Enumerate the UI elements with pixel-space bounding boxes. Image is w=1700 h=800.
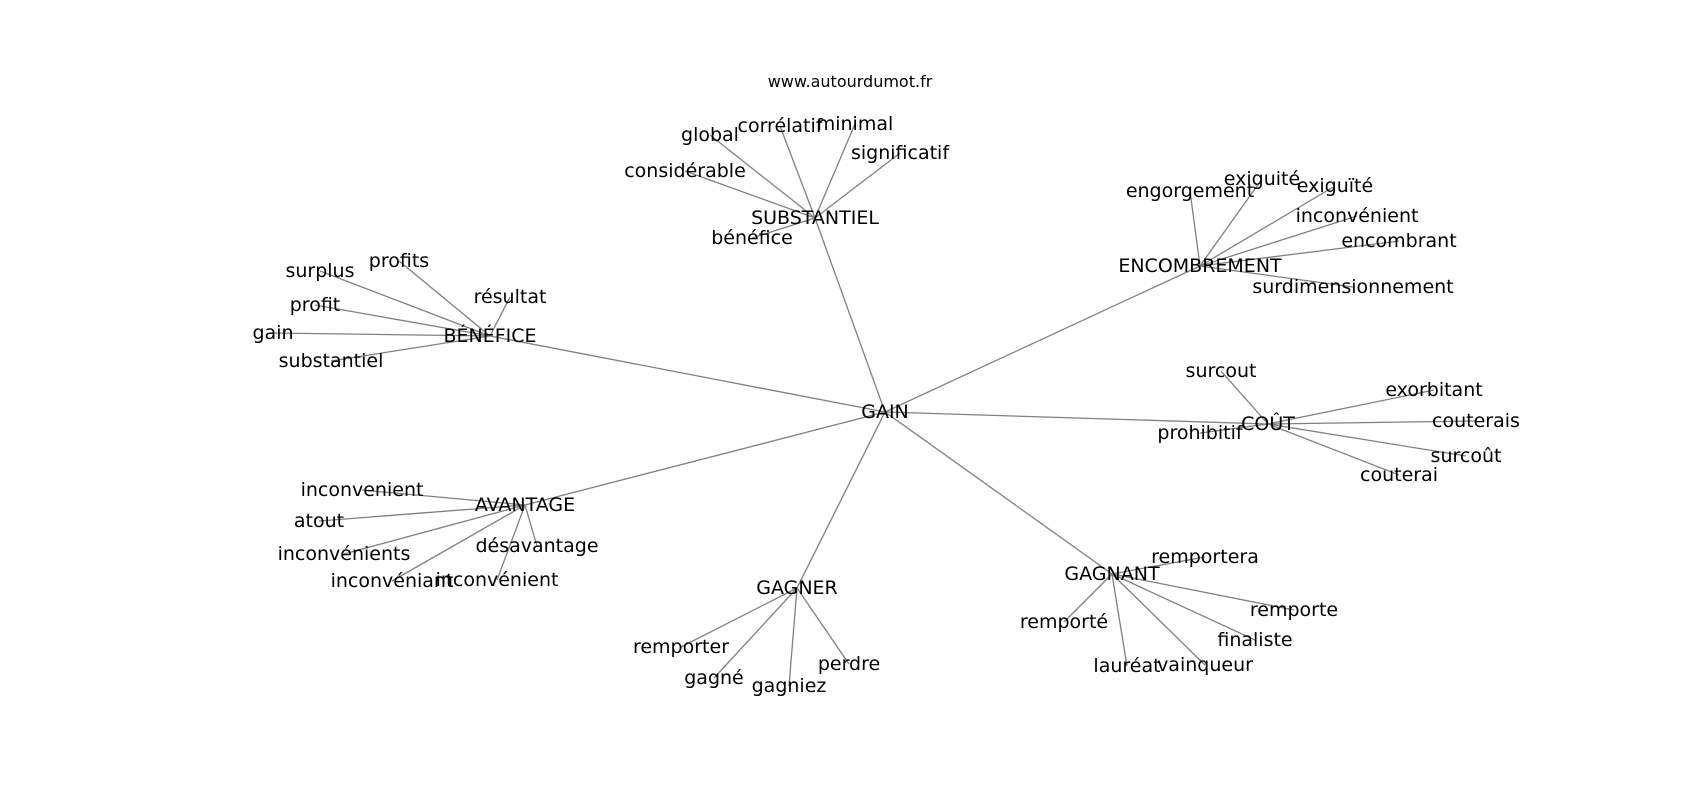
edge-benefice-profits [398, 260, 491, 337]
node-leaf-engorgement: engorgement [1126, 180, 1254, 202]
edge-encombrement-encombrant [1199, 240, 1400, 267]
node-leaf-considerable: considérable [624, 160, 746, 182]
node-leaf-couterai: couterai [1360, 464, 1438, 486]
node-leaf-inconveniant: inconvéniant [331, 570, 454, 592]
node-leaf-profits: profits [369, 250, 429, 272]
node-leaf-atout: atout [294, 510, 344, 532]
node-leaf-gain: gain [252, 322, 293, 344]
node-leaf-couterais: couterais [1432, 410, 1520, 432]
edge-gagner-perdre [796, 587, 850, 665]
node-leaf-remporter: remporter [633, 636, 729, 658]
node-leaf-surcout: surcoût [1431, 445, 1502, 467]
node-leaf-surplus: surplus [285, 260, 354, 282]
node-leaf-substantiel: substantiel [279, 350, 384, 372]
edge-substantiel-significatif [814, 152, 901, 219]
node-leaf-exorbitant: exorbitant [1385, 379, 1482, 401]
edge-gagner-remporter [680, 587, 798, 648]
edge-cout-exorbitant [1267, 389, 1435, 425]
edges [272, 123, 1477, 687]
edge-benefice-resultat [489, 296, 511, 337]
edge-substantiel-minimal [814, 123, 856, 219]
edge-gagnant-remporte [1111, 573, 1295, 611]
edge-center-benefice [489, 335, 886, 413]
node-leaf-gagne: gagné [684, 667, 744, 689]
edge-center-gagner [796, 411, 886, 589]
node-leaf-laureat: lauréat [1093, 655, 1160, 677]
node-leaf-desavantage: désavantage [475, 535, 598, 557]
node-hub-benefice: BÉNÉFICE [443, 324, 536, 347]
node-center: GAIN [861, 401, 909, 423]
edge-avantage-inconveniant [391, 504, 526, 582]
node-leaf-remporte: remporte [1250, 599, 1338, 621]
edge-gagnant-vainqueur [1111, 573, 1206, 666]
node-hub-avantage: AVANTAGE [475, 494, 575, 516]
edge-avantage-atout [318, 504, 526, 522]
node-hub-gagnant: GAGNANT [1064, 563, 1160, 585]
node-leaf-gagniez: gagniez [752, 675, 827, 697]
edge-cout-couterai [1267, 423, 1400, 476]
edge-cout-surcout [1267, 423, 1467, 457]
edge-gagner-gagne [713, 587, 798, 679]
node-leaf-surcout: surcout [1186, 360, 1257, 382]
node-hub-gagner: GAGNER [756, 577, 838, 599]
edge-benefice-profit [314, 304, 491, 337]
node-leaf-exiguite: exiguïté [1297, 175, 1373, 197]
node-hub-substantiel: SUBSTANTIEL [751, 207, 879, 229]
node-hub-cout: COÛT [1241, 411, 1295, 435]
edge-center-encombrement [884, 265, 1201, 413]
node-leaf-significatif: significatif [851, 142, 950, 164]
node-leaf-remporte: remporté [1020, 611, 1108, 633]
edge-gagnant-laureat [1111, 573, 1128, 667]
node-leaf-correlatif: corrélatif [738, 115, 824, 137]
node-hub-encombrement: ENCOMBREMENT [1118, 255, 1282, 277]
edge-gagnant-finaliste [1111, 573, 1256, 641]
edge-cout-prohibitif [1199, 423, 1269, 434]
edge-gagner-gagniez [788, 587, 798, 687]
edge-avantage-inconvenients [343, 504, 526, 555]
node-leaf-inconvenient: inconvénient [436, 569, 559, 591]
edge-center-cout [884, 411, 1269, 425]
edge-gagnant-remportera [1111, 556, 1206, 575]
node-leaf-global: global [681, 124, 739, 146]
node-leaf-finaliste: finaliste [1217, 629, 1292, 651]
node-leaf-minimal: minimal [817, 113, 894, 135]
node-leaf-benefice: bénéfice [711, 227, 793, 249]
node-leaf-inconvenient: inconvénient [1296, 205, 1419, 227]
edge-avantage-inconvenient [361, 489, 526, 506]
edge-cout-surcout [1220, 370, 1269, 425]
edge-substantiel-considerable [684, 170, 816, 219]
node-leaf-prohibitif: prohibitif [1157, 422, 1243, 444]
node-leaf-encombrant: encombrant [1341, 230, 1456, 252]
node-leaf-inconvenients: inconvénients [278, 543, 411, 565]
node-leaf-exiguite: exiguité [1224, 168, 1300, 190]
node-leaf-inconvenient: inconvenient [301, 479, 424, 501]
node-leaf-profit: profit [290, 294, 341, 316]
edge-substantiel-benefice [751, 217, 816, 239]
edge-benefice-gain [272, 332, 491, 337]
edge-avantage-desavantage [524, 504, 538, 547]
watermark: www.autourdumot.fr [767, 72, 933, 91]
edge-substantiel-correlatif [779, 125, 816, 219]
edge-substantiel-global [709, 134, 816, 219]
edge-encombrement-exiguite [1199, 185, 1336, 267]
edge-encombrement-surdimensionnement [1199, 265, 1354, 288]
edge-benefice-surplus [319, 270, 491, 337]
edge-encombrement-exiguite [1199, 178, 1263, 267]
node-leaf-vainqueur: vainqueur [1157, 654, 1253, 676]
node-leaf-perdre: perdre [818, 653, 880, 675]
edge-gagnant-remporte [1063, 573, 1113, 623]
edge-encombrement-engorgement [1189, 190, 1201, 267]
edge-avantage-inconvenient [496, 504, 526, 581]
edge-cout-couterais [1267, 420, 1477, 425]
node-leaf-surdimensionnement: surdimensionnement [1252, 276, 1453, 298]
node-leaf-resultat: résultat [474, 286, 547, 308]
edge-encombrement-inconvenient [1199, 215, 1358, 267]
edge-center-substantiel [814, 217, 886, 413]
node-leaf-remportera: remportera [1151, 546, 1259, 568]
edge-benefice-substantiel [330, 335, 491, 362]
edge-center-avantage [524, 411, 886, 506]
edge-center-gagnant [884, 411, 1113, 575]
